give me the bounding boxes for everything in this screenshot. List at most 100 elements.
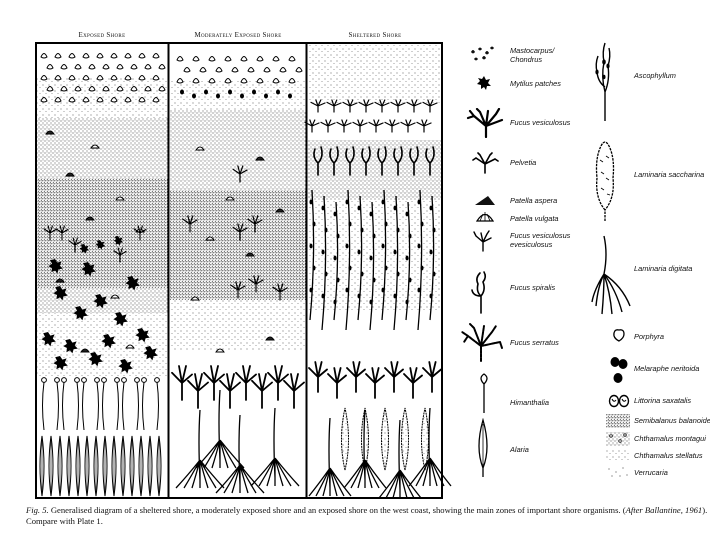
chthamalus-montagui-icon: [606, 432, 630, 446]
ascophyllum-bladder-icon: [361, 272, 364, 277]
ascophyllum-bladder-icon: [334, 300, 337, 305]
legend-label-himanthalia: Himanthalia: [510, 398, 549, 407]
legend-label-alaria: Alaria: [510, 445, 529, 454]
ascophyllum-bladder-icon: [310, 200, 313, 205]
ascophyllum-bladder-icon: [421, 222, 424, 227]
semibalanus-icon: [606, 414, 630, 428]
column-exposed: [36, 43, 168, 498]
ascophyllum-bladder-icon: [310, 244, 313, 249]
ascophyllum-bladder-icon: [325, 228, 328, 233]
legend-label-mytilus: Mytilus patches: [510, 79, 561, 88]
ascophyllum-bladder-icon: [418, 244, 421, 249]
legend-label-patella-aspera: Patella aspera: [510, 196, 557, 205]
periwinkle-icon: [264, 94, 268, 99]
periwinkle-icon: [276, 90, 280, 95]
himanthalia-button-icon: [95, 378, 100, 383]
ascophyllum-bladder-icon: [370, 300, 373, 305]
legend-label-mastocarpus: Mastocarpus/ Chondrus: [510, 46, 554, 64]
legend-label-fucus-serratus: Fucus serratus: [510, 338, 559, 347]
legend-label-patella-vulgata: Patella vulgata: [510, 214, 558, 223]
legend-label-chthamalus-montagui: Chthamalus montagui: [634, 434, 706, 443]
ascophyllum-bladder-icon: [322, 250, 325, 255]
ascophyllum-bladder-icon: [406, 300, 409, 305]
periwinkle-icon: [252, 90, 256, 95]
ascophyllum-bladder-icon: [346, 200, 349, 205]
ascophyllum-bladder-icon: [337, 234, 340, 239]
chthamalus-stellatus-icon: [606, 450, 630, 462]
laminaria-digitata-icon: [590, 234, 632, 316]
mastocarpus-icon: [468, 46, 498, 64]
himanthalia-button-icon: [115, 378, 120, 383]
ascophyllum-bladder-icon: [433, 272, 436, 277]
himanthalia-button-icon: [75, 378, 80, 383]
periwinkle-icon: [204, 90, 208, 95]
ascophyllum-bladder-icon: [373, 278, 376, 283]
ascophyllum-bladder-icon: [433, 228, 436, 233]
ascophyllum-bladder-icon: [409, 278, 412, 283]
ascophyllum-icon: [592, 42, 618, 122]
ascophyllum-bladder-icon: [394, 294, 397, 299]
himanthalia-button-icon: [82, 378, 87, 383]
fucus-evesiculosus-icon: [472, 230, 494, 252]
legend-label-fucus-evesiculosus: Fucus vesiculosus evesiculosus: [510, 231, 570, 249]
ascophyllum-bladder-icon: [313, 266, 316, 271]
column-sheltered: [305, 43, 451, 498]
legend-label-laminaria-saccharina: Laminaria saccharina: [634, 170, 704, 179]
ascophyllum-bladder-icon: [337, 278, 340, 283]
ascophyllum-bladder-icon: [334, 212, 337, 217]
fucus-serratus-icon: [458, 322, 504, 362]
himanthalia-icon: [476, 372, 492, 414]
periwinkle-icon: [609, 356, 629, 386]
periwinkle-icon: [216, 94, 220, 99]
ascophyllum-bladder-icon: [373, 234, 376, 239]
legend-label-fucus-spiralis: Fucus spiralis: [510, 283, 555, 292]
fucus-vesiculosus-icon: [466, 108, 506, 138]
ascophyllum-bladder-icon: [382, 200, 385, 205]
ascophyllum-bladder-icon: [418, 288, 421, 293]
ascophyllum-bladder-icon: [394, 206, 397, 211]
himanthalia-button-icon: [142, 378, 147, 383]
legend-label-fucus-vesiculosus: Fucus vesiculosus: [510, 118, 570, 127]
ascophyllum-bladder-icon: [334, 256, 337, 261]
himanthalia-button-icon: [55, 378, 60, 383]
ascophyllum-bladder-icon: [346, 288, 349, 293]
fucus-spiralis-icon: [470, 270, 492, 314]
legend-label-semibalanus: Semibalanus balanoides: [634, 416, 710, 425]
legend-label-melaraphe: Melaraphe neritoida: [634, 364, 699, 373]
ascophyllum-bladder-icon: [361, 228, 364, 233]
periwinkle-icon: [228, 90, 232, 95]
himanthalia-button-icon: [62, 378, 67, 383]
ascophyllum-bladder-icon: [397, 272, 400, 277]
ascophyllum-bladder-icon: [397, 228, 400, 233]
himanthalia-button-icon: [155, 378, 160, 383]
ascophyllum-bladder-icon: [325, 272, 328, 277]
ascophyllum-bladder-icon: [370, 256, 373, 261]
verrucaria-icon: [606, 466, 630, 478]
figure-caption: Fig. 5. Generalised diagram of a shelter…: [26, 505, 708, 527]
ascophyllum-bladder-icon: [385, 266, 388, 271]
ascophyllum-bladder-icon: [406, 256, 409, 261]
periwinkle-icon: [192, 94, 196, 99]
ascophyllum-bladder-icon: [394, 250, 397, 255]
ascophyllum-bladder-icon: [418, 200, 421, 205]
ascophyllum-bladder-icon: [322, 294, 325, 299]
ascophyllum-bladder-icon: [349, 266, 352, 271]
legend-label-littorina: Littorina saxatalis: [634, 396, 691, 405]
ascophyllum-bladder-icon: [370, 212, 373, 217]
periwinkle-icon: [240, 94, 244, 99]
legend-label-verrucaria: Verrucaria: [634, 468, 668, 477]
ascophyllum-bladder-icon: [349, 222, 352, 227]
limpet-aspera-icon: [474, 194, 496, 206]
periwinkle-icon: [288, 94, 292, 99]
legend-label-pelvetia: Pelvetia: [510, 158, 536, 167]
ascophyllum-bladder-icon: [358, 294, 361, 299]
littorina-icon: [608, 394, 630, 408]
ascophyllum-bladder-icon: [310, 288, 313, 293]
periwinkle-icon: [180, 90, 184, 95]
ascophyllum-bladder-icon: [358, 206, 361, 211]
ascophyllum-bladder-icon: [346, 244, 349, 249]
column-moderate: [170, 43, 306, 498]
ascophyllum-bladder-icon: [358, 250, 361, 255]
mussel-patch-icon: [476, 75, 492, 91]
legend-label-ascophyllum: Ascophyllum: [634, 71, 676, 80]
